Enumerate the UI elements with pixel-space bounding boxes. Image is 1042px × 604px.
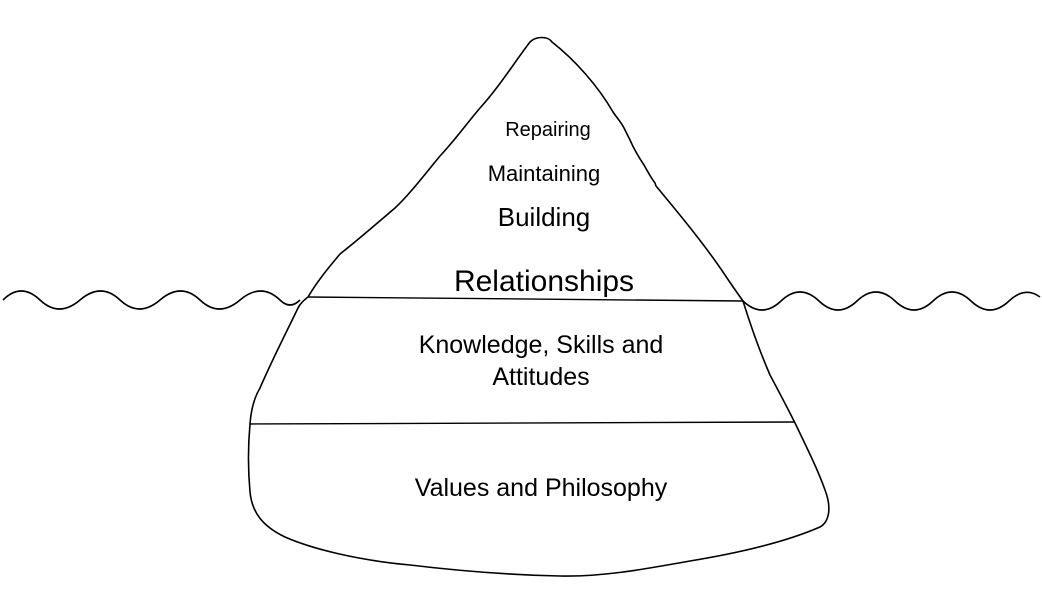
label-maintaining: Maintaining xyxy=(487,161,601,186)
label-repairing: Repairing xyxy=(505,119,591,141)
label-knowledge-line2: Attitudes xyxy=(492,363,590,391)
label-relationships: Relationships xyxy=(453,265,635,298)
iceberg-outline xyxy=(247,36,830,577)
label-knowledge-line1: Knowledge, Skills and xyxy=(418,331,664,359)
divider-upper xyxy=(307,296,744,302)
label-values-philosophy: Values and Philosophy xyxy=(414,474,668,502)
label-building: Building xyxy=(497,202,591,232)
water-line-left xyxy=(2,290,301,310)
water-line-right xyxy=(742,291,1041,311)
divider-lower xyxy=(249,421,796,425)
